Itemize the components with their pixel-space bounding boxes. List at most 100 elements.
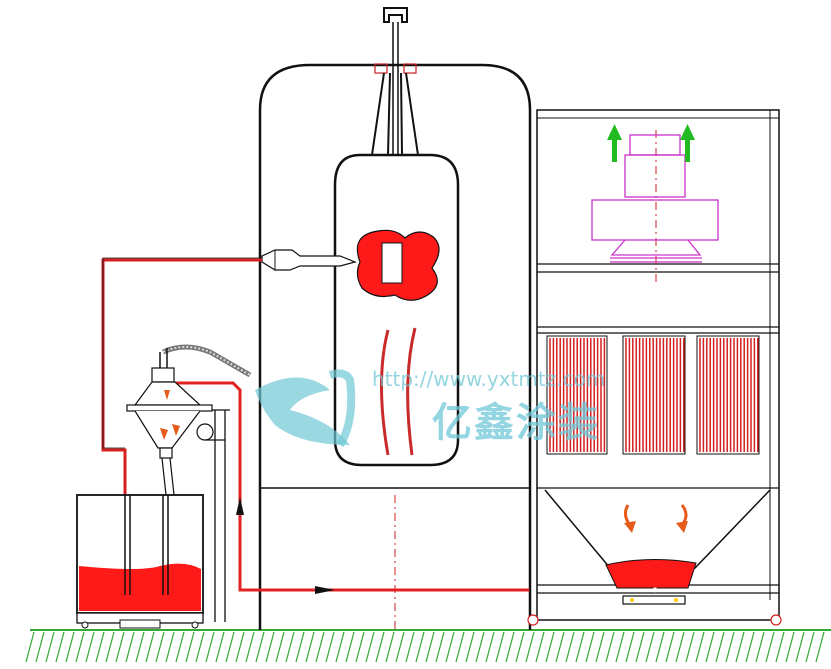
filter-cartridge: [546, 335, 608, 455]
ground-hatch-line: [575, 631, 585, 663]
ground-hatch-line: [785, 631, 795, 663]
watermark: http://www.yxtmtz.com 亿鑫涂装: [255, 367, 605, 448]
ground-hatch-line: [735, 631, 745, 663]
ground-hatch-line: [115, 631, 125, 663]
ground-hatch-line: [365, 631, 375, 663]
ground-hatch-line: [55, 631, 65, 663]
ground-hatch-line: [475, 631, 485, 663]
ground-hatch-line: [555, 631, 565, 663]
powder-return-line: [175, 381, 530, 594]
ground-hatch-line: [815, 631, 825, 663]
ground-hatch-line: [745, 631, 755, 663]
ground-hatch: [0, 629, 831, 663]
ground-hatch-line: [345, 631, 355, 663]
ground-hatch-line: [285, 631, 295, 663]
ground-hatch-line: [695, 631, 705, 663]
ground-hatch-line: [245, 631, 255, 663]
ground-hatch-line: [75, 631, 85, 663]
airflow-up-arrow-icon: [607, 124, 695, 162]
ground-hatch-line: [775, 631, 785, 663]
ground-hatch-line: [405, 631, 415, 663]
watermark-url: http://www.yxtmtz.com: [372, 367, 605, 391]
ground-hatch-line: [185, 631, 195, 663]
ground-hatch-line: [65, 631, 75, 663]
ground-hatch-line: [85, 631, 95, 663]
ground-hatch-line: [175, 631, 185, 663]
ground-hatch-line: [295, 631, 305, 663]
ground-hatch-line: [685, 631, 695, 663]
watermark-brand: 亿鑫涂装: [432, 400, 600, 446]
cartridge-filters: [546, 335, 760, 455]
ground-hatch-line: [265, 631, 275, 663]
ground-hatch-line: [25, 631, 35, 663]
ground-hatch-line: [715, 631, 725, 663]
ground-hatch-line: [645, 631, 655, 663]
ground-hatch-line: [725, 631, 735, 663]
ground-hatch-line: [805, 631, 815, 663]
sieving-machine: [126, 344, 252, 622]
ground-hatch-line: [195, 631, 205, 663]
ground-hatch-line: [505, 631, 515, 663]
filter-tower-frame: [529, 109, 780, 621]
ground-hatch-line: [165, 631, 175, 663]
ground-hatch-line: [545, 631, 555, 663]
ground-hatch-line: [325, 631, 335, 663]
ground-hatch-line: [515, 631, 525, 663]
ground-hatch-line: [215, 631, 225, 663]
ground-hatch-line: [255, 631, 265, 663]
powder-hopper-tank: [76, 494, 204, 629]
recovery-cone: [527, 489, 782, 626]
filter-cartridge: [622, 335, 686, 455]
ground-hatch-line: [525, 631, 535, 663]
ground-hatch-line: [145, 631, 155, 663]
spray-booth: [258, 63, 532, 630]
powder-feed-pipe: [101, 258, 262, 495]
ground-hatch-line: [595, 631, 605, 663]
ground-hatch-line: [155, 631, 165, 663]
ground-hatch-line: [585, 631, 595, 663]
ground-hatch-line: [635, 631, 645, 663]
ground-hatch-line: [705, 631, 715, 663]
exhaust-fan: [591, 134, 719, 263]
ground-hatch-line: [305, 631, 315, 663]
ground-hatch-line: [615, 631, 625, 663]
ground-hatch-line: [355, 631, 365, 663]
ground-hatch-line: [375, 631, 385, 663]
ground-hatch-line: [465, 631, 475, 663]
workpiece-heart: [356, 229, 440, 301]
ground-hatch-line: [125, 631, 135, 663]
spray-gun-icon: [261, 249, 357, 271]
ground-hatch-line: [435, 631, 445, 663]
ground-hatch-line: [135, 631, 145, 663]
ground-hatch-line: [495, 631, 505, 663]
ground-hatch-line: [275, 631, 285, 663]
ground-hatch-line: [605, 631, 615, 663]
ground-hatch-line: [445, 631, 455, 663]
inner-cabin: [333, 153, 460, 467]
ground-hatch-line: [415, 631, 425, 663]
ground-hatch-line: [675, 631, 685, 663]
ground-hatch-line: [665, 631, 675, 663]
ground-hatch-line: [105, 631, 115, 663]
ground-hatch-line: [385, 631, 395, 663]
ground-hatch-line: [755, 631, 765, 663]
ground-hatch-line: [225, 631, 235, 663]
ground-hatch-line: [95, 631, 105, 663]
ground-hatch-line: [235, 631, 245, 663]
ground-hatch-line: [535, 631, 545, 663]
ground-hatch-line: [315, 631, 325, 663]
ground-hatch-line: [335, 631, 345, 663]
ground-hatch-line: [795, 631, 805, 663]
ground-hatch-line: [35, 631, 45, 663]
ground-hatch-line: [625, 631, 635, 663]
ground-hatch-line: [655, 631, 665, 663]
filter-cartridge: [696, 335, 760, 455]
ground-hatch-line: [565, 631, 575, 663]
ground-hatch-line: [485, 631, 495, 663]
ground-hatch-line: [765, 631, 775, 663]
ground-hatch-line: [425, 631, 435, 663]
ground-hatch-line: [205, 631, 215, 663]
ground-hatch-line: [455, 631, 465, 663]
ground-hatch-line: [395, 631, 405, 663]
